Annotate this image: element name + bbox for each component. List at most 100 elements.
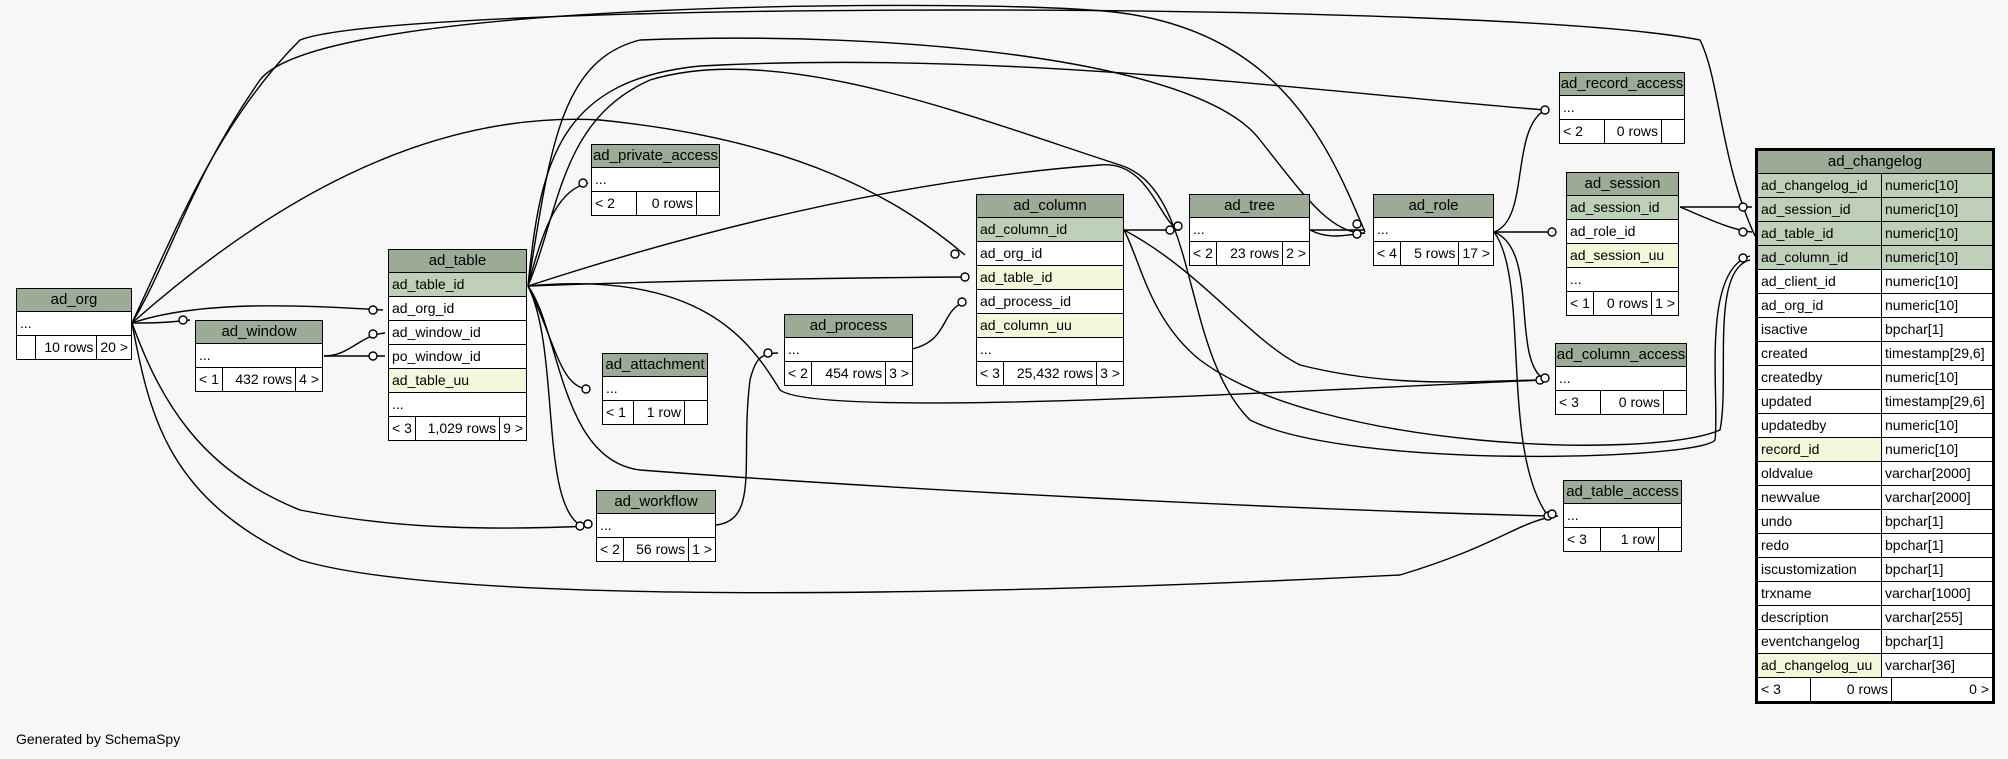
children-count: 3 >	[1100, 365, 1120, 381]
table-row: ...	[603, 377, 707, 401]
column-type: timestamp[29,6]	[1885, 345, 1985, 361]
column-name: ad_changelog_uu	[1758, 654, 1882, 677]
table-header: ad_workflow	[597, 491, 715, 514]
children-count: 0 >	[1969, 681, 1989, 697]
table-row: ...	[1190, 218, 1309, 242]
children-count: 9 >	[503, 420, 523, 436]
column-type: timestamp[29,6]	[1885, 393, 1985, 409]
column-type: numeric[10]	[1882, 174, 1992, 197]
table-ad_tree[interactable]: ad_tree ... < 2 23 rows 2 >	[1189, 194, 1310, 266]
table-row: ...	[1556, 367, 1686, 391]
children-count	[697, 192, 719, 215]
table-ad_org[interactable]: ad_org ... 10 rows 20 >	[16, 288, 132, 360]
table-ad_process[interactable]: ad_process ... < 2 454 rows 3 >	[784, 314, 913, 386]
table-header: ad_private_access	[592, 145, 719, 168]
row-count: 454 rows	[812, 362, 887, 385]
table-row: ...	[1374, 218, 1493, 242]
row-count: 0 rows	[1601, 391, 1664, 414]
column-type: numeric[10]	[1882, 198, 1992, 221]
parents-count	[17, 336, 36, 359]
table-footer: < 3 0 rows	[1556, 391, 1686, 414]
table-ad_window[interactable]: ad_window ... < 1 432 rows 4 >	[195, 320, 323, 392]
column-name: ad_table_id	[1758, 222, 1882, 245]
row-count: 25,432 rows	[1004, 362, 1098, 385]
column-name: description	[1758, 606, 1882, 629]
parents-count: < 4	[1374, 242, 1401, 265]
table-row: ad_column_uu	[977, 314, 1123, 338]
row-count: 0 rows	[1594, 292, 1653, 315]
edge-role-columnaccess	[1493, 231, 1546, 381]
column-name: isactive	[1758, 318, 1882, 341]
table-row: ad_window_id	[389, 321, 526, 345]
table-header: ad_session	[1567, 173, 1678, 196]
column-type: numeric[10]	[1885, 369, 1959, 385]
table-footer: < 1 1 row	[603, 401, 707, 424]
table-ad_column_access[interactable]: ad_column_access ... < 3 0 rows	[1555, 343, 1687, 415]
column-name: record_id	[1758, 438, 1882, 461]
parents-count: < 1	[1567, 292, 1594, 315]
parents-count: < 2	[1190, 242, 1217, 265]
parents-count: < 1	[196, 368, 223, 391]
table-footer: < 4 5 rows 17 >	[1374, 242, 1493, 265]
parents-count: < 3	[1564, 528, 1601, 551]
children-count: 20 >	[100, 339, 128, 355]
column-name: updated	[1758, 390, 1882, 413]
children-count: 17 >	[1462, 245, 1490, 261]
children-count: 4 >	[299, 371, 319, 387]
column-name: trxname	[1758, 582, 1882, 605]
table-row: ...	[17, 312, 131, 336]
table-ad_table_access[interactable]: ad_table_access ... < 3 1 row	[1563, 480, 1682, 552]
table-ad_attachment[interactable]: ad_attachment ... < 1 1 row	[602, 353, 708, 425]
table-ad_session[interactable]: ad_session ad_session_id ad_role_id ad_s…	[1566, 172, 1679, 316]
table-ad_private_access[interactable]: ad_private_access ... < 2 0 rows	[591, 144, 720, 216]
table-row: ad_session_uu	[1567, 244, 1678, 268]
table-header: ad_org	[17, 289, 131, 312]
table-ad_workflow[interactable]: ad_workflow ... < 2 56 rows 1 >	[596, 490, 716, 562]
column-name: updatedby	[1758, 414, 1882, 437]
table-footer: < 2 0 rows	[592, 192, 719, 215]
table-header: ad_tree	[1190, 195, 1309, 218]
column-type: bpchar[1]	[1885, 537, 1944, 553]
row-count: 23 rows	[1217, 242, 1284, 265]
table-row: ad_column_id	[977, 218, 1123, 242]
table-row: ...	[196, 344, 322, 368]
column-name: undo	[1758, 510, 1882, 533]
column-type: varchar[36]	[1885, 657, 1956, 673]
edge-column-changelog	[1123, 229, 1751, 446]
table-row: ...	[785, 338, 912, 362]
edge-table-tree	[527, 164, 1181, 287]
row-count: 0 rows	[637, 192, 697, 215]
table-header: ad_attachment	[603, 354, 707, 377]
table-footer: 10 rows 20 >	[17, 336, 131, 359]
table-ad_column[interactable]: ad_column ad_column_id ad_org_id ad_tabl…	[976, 194, 1124, 386]
edge-table-attachment	[527, 285, 591, 390]
table-header: ad_table_access	[1564, 481, 1681, 504]
row-count: 0 rows	[1811, 678, 1892, 701]
table-ad_role[interactable]: ad_role ... < 4 5 rows 17 >	[1373, 194, 1494, 266]
table-header: ad_record_access	[1560, 73, 1684, 96]
column-type: varchar[255]	[1885, 609, 1963, 625]
parents-count: < 2	[592, 192, 637, 215]
table-ad_table[interactable]: ad_table ad_table_id ad_org_id ad_window…	[388, 249, 527, 441]
table-row: ad_org_id	[389, 297, 526, 321]
column-type: varchar[2000]	[1885, 465, 1971, 481]
parents-count: < 2	[1560, 120, 1605, 143]
children-count: 2 >	[1286, 245, 1306, 261]
table-ad_record_access[interactable]: ad_record_access ... < 2 0 rows	[1559, 72, 1685, 144]
edge-org-changelog	[131, 9, 1756, 324]
parents-count: < 3	[977, 362, 1004, 385]
